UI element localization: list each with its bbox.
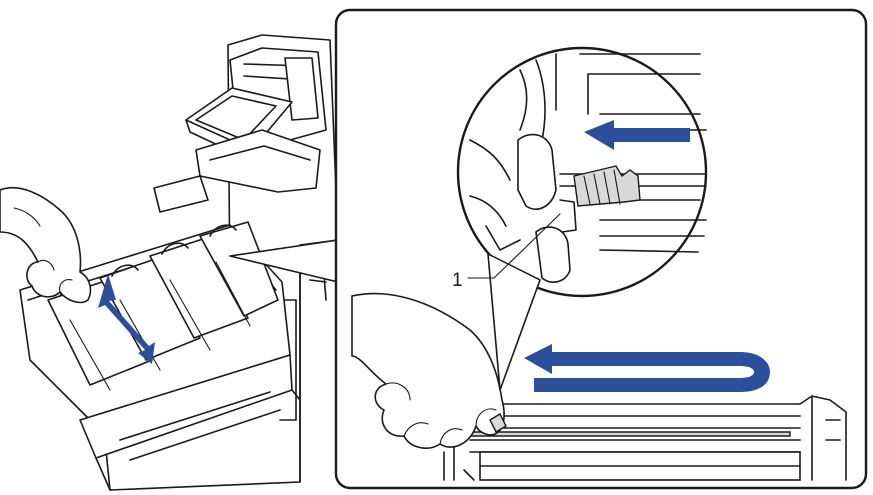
toner-cartridges — [47, 221, 279, 391]
magnifier-tail — [487, 253, 541, 391]
magnifier — [456, 46, 708, 391]
detail-panel: 1 — [229, 8, 868, 490]
callout-leader — [467, 213, 561, 279]
u-turn-arrow-icon — [524, 344, 770, 392]
left-hand — [0, 186, 92, 304]
printer-overview — [0, 34, 339, 491]
left-arrow-icon — [584, 120, 690, 150]
callout-1-label: 1 — [452, 270, 463, 291]
two-way-arrow-icon — [98, 274, 155, 364]
drum-unit-closeup — [439, 395, 847, 481]
green-tab-small — [489, 413, 507, 433]
right-hand — [351, 292, 505, 449]
